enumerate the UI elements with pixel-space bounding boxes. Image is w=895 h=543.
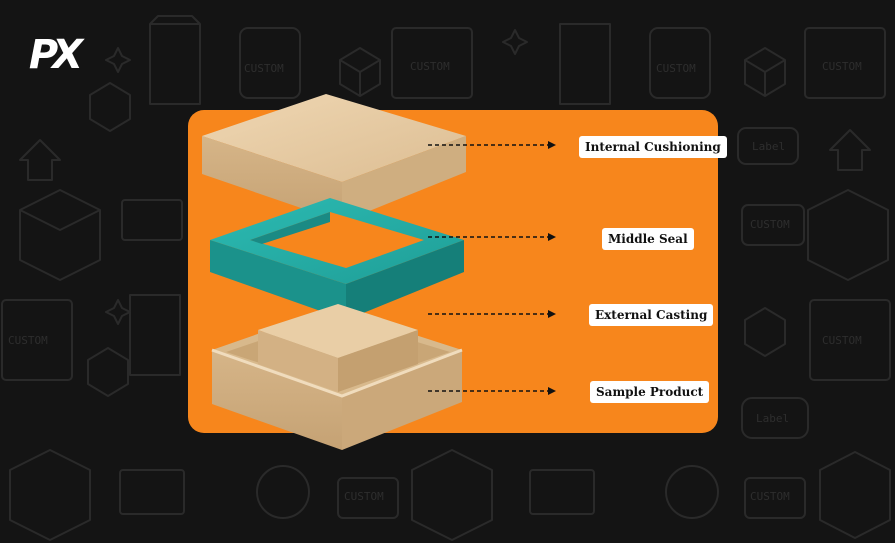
bag-icon-3	[129, 294, 181, 376]
layer-product	[258, 304, 418, 392]
pattern-word: CUSTOM	[244, 62, 284, 75]
pattern-word: CUSTOM	[8, 334, 48, 347]
brand-logo[interactable]: PX	[24, 32, 83, 78]
brand-logo-text: PX	[28, 32, 83, 78]
lid-right-face	[342, 136, 466, 222]
product-left-face	[258, 330, 338, 392]
pattern-word: Label	[752, 140, 785, 153]
layer-lid	[202, 94, 466, 222]
arrow-sample-product	[428, 387, 556, 395]
box-icon-4	[809, 299, 891, 381]
label-middle-seal: Middle Seal	[602, 228, 694, 250]
pattern-word: CUSTOM	[750, 218, 790, 231]
cube-icon-2	[744, 47, 786, 97]
cube-icon-4	[87, 347, 129, 397]
bag-icon	[149, 15, 201, 105]
label-tag-icon	[737, 127, 799, 165]
casting-rim	[211, 348, 463, 398]
lid-left-face	[202, 136, 342, 222]
arrow-external-casting	[428, 310, 556, 318]
sparkle-icon	[105, 47, 131, 73]
label-external-casting: External Casting	[589, 304, 714, 326]
pattern-word: CUSTOM	[822, 334, 862, 347]
custom-sticker-icon-2	[337, 477, 399, 519]
jar-icon	[239, 27, 301, 99]
pattern-word: CUSTOM	[822, 60, 862, 73]
arrow-icon	[19, 139, 61, 181]
jar-icon-2	[649, 27, 711, 99]
open-box-icon-2	[807, 189, 889, 281]
open-box-icon	[19, 189, 101, 281]
open-box-icon-4	[411, 449, 493, 541]
seal-right-face	[346, 240, 464, 320]
cube-icon-5	[744, 307, 786, 357]
custom-sticker-icon-3	[744, 477, 806, 519]
box-icon-3	[1, 299, 73, 381]
casting-front-right	[342, 350, 462, 450]
open-box-icon-5	[819, 451, 891, 539]
sparkle-icon-3	[105, 299, 131, 325]
lid-top-face	[202, 94, 466, 182]
tape-icon	[256, 465, 310, 519]
barcode-icon-2	[119, 469, 185, 515]
box-icon-2	[804, 27, 886, 99]
cube-icon	[339, 47, 381, 97]
label-internal-cushioning: Internal Cushioning	[579, 136, 727, 158]
casting-front-left	[212, 350, 342, 450]
arrow-middle-seal	[428, 233, 556, 241]
packaging-layer-stack	[202, 94, 466, 450]
bag-icon-2	[559, 23, 611, 105]
product-top-face	[258, 304, 418, 358]
pattern-word: CUSTOM	[656, 62, 696, 75]
seal-inner-rim	[250, 212, 330, 244]
layer-casting	[211, 304, 463, 450]
label-sample-product: Sample Product	[590, 381, 710, 403]
layer-seal	[210, 198, 464, 320]
barcode-icon	[121, 199, 183, 241]
arrow-icon-2	[829, 129, 871, 171]
arrow-internal-cushioning	[428, 141, 556, 149]
pattern-word: Label	[756, 412, 789, 425]
label-tag-icon-2	[741, 397, 809, 439]
sparkle-icon-2	[502, 29, 528, 55]
barcode-icon-3	[529, 469, 595, 515]
pattern-word: CUSTOM	[750, 490, 790, 503]
product-right-face	[338, 330, 418, 392]
cube-icon-3	[89, 82, 131, 132]
pattern-word: CUSTOM	[410, 60, 450, 73]
seal-left-face	[210, 240, 346, 320]
pattern-word: CUSTOM	[344, 490, 384, 503]
open-box-icon-3	[9, 449, 91, 541]
box-icon	[391, 27, 473, 99]
tape-icon-2	[665, 465, 719, 519]
custom-sticker-icon	[741, 204, 805, 246]
